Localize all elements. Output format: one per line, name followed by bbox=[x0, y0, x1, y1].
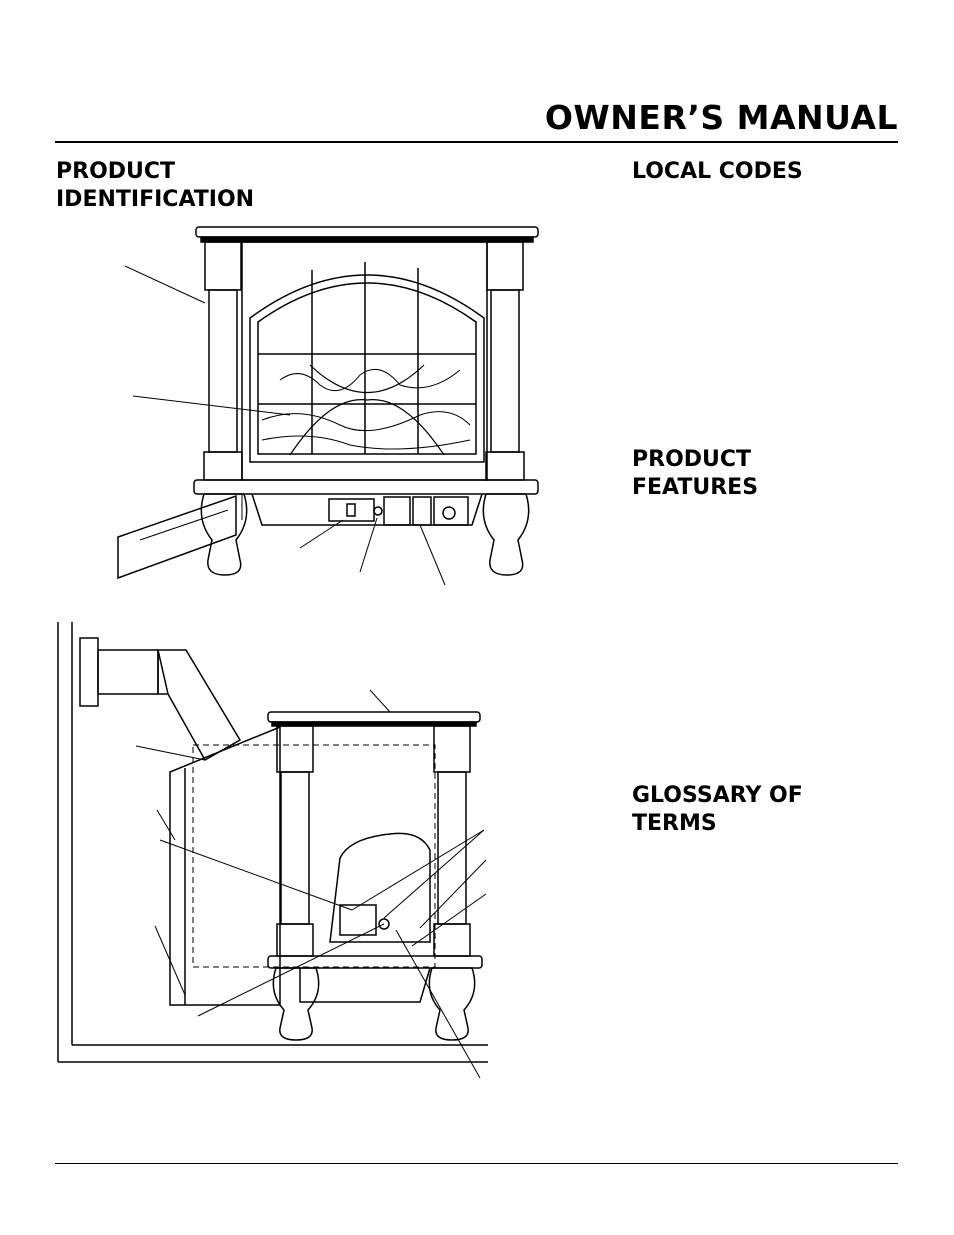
header-rule bbox=[55, 141, 898, 143]
heading-product-features: PRODUCT FEATURES bbox=[632, 447, 759, 500]
heading-glossary: GLOSSARY OF TERMS bbox=[632, 783, 803, 836]
heading-product-identification: PRODUCT IDENTIFICATION bbox=[56, 159, 255, 212]
page-title: OWNER’S MANUAL bbox=[544, 98, 898, 137]
footer-rule bbox=[55, 1163, 898, 1164]
heading-local-codes: LOCAL CODES bbox=[632, 159, 803, 184]
